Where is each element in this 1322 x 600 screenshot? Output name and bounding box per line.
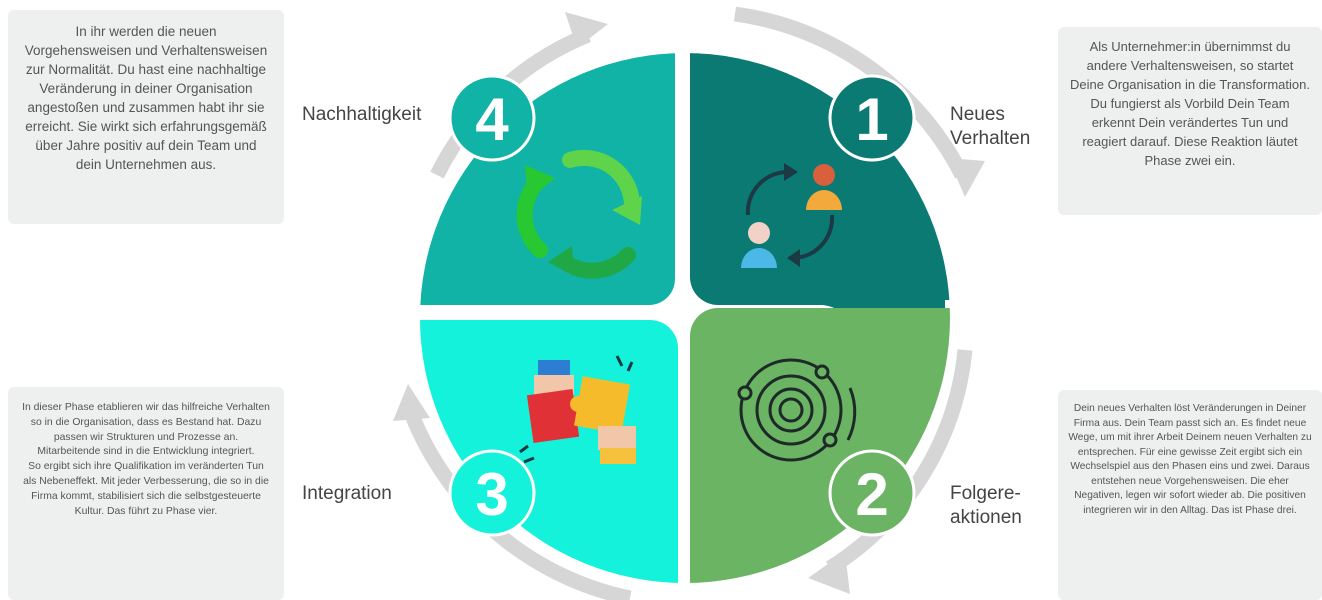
phase-label-4: Nachhaltigkeit [302,104,422,125]
arrow-head-top-left [565,12,608,48]
people-exchange-icon [741,163,842,268]
badge-1: 1 [828,74,916,162]
arrow-top-right [733,6,969,179]
badge-2: 2 [828,449,916,537]
badge-4-number: 4 [475,86,509,153]
badge-4: 4 [448,74,536,162]
arrow-head-bottom-left [393,384,430,421]
arrow-bottom-right [826,349,973,575]
quadrant-1 [690,53,950,342]
arrow-head-top-right [948,158,985,197]
badge-1-number: 1 [855,86,888,153]
phase-2-description: Dein neues Verhalten löst Veränderungen … [1058,390,1322,600]
badge-3: 3 [448,449,536,537]
phase-label-2: Folgere- aktionen [950,483,1022,528]
badge-2-number: 2 [855,461,888,528]
badge-3-number: 3 [475,461,508,528]
puzzle-hands-icon [519,355,636,464]
phase-label-3: Integration [302,483,392,504]
arrow-head-bottom-right [808,552,850,594]
phase-3-description: In dieser Phase etablieren wir das hilfr… [8,387,284,600]
phase-4-description: In ihr werden die neuen Vorgehensweisen … [8,10,284,224]
phase-label-1: Neues Verhalten [950,104,1031,149]
orbit-icon [737,358,857,462]
recycle-icon [516,149,642,279]
phase-1-description: Als Unternehmer:in übernimmst du andere … [1058,27,1322,215]
